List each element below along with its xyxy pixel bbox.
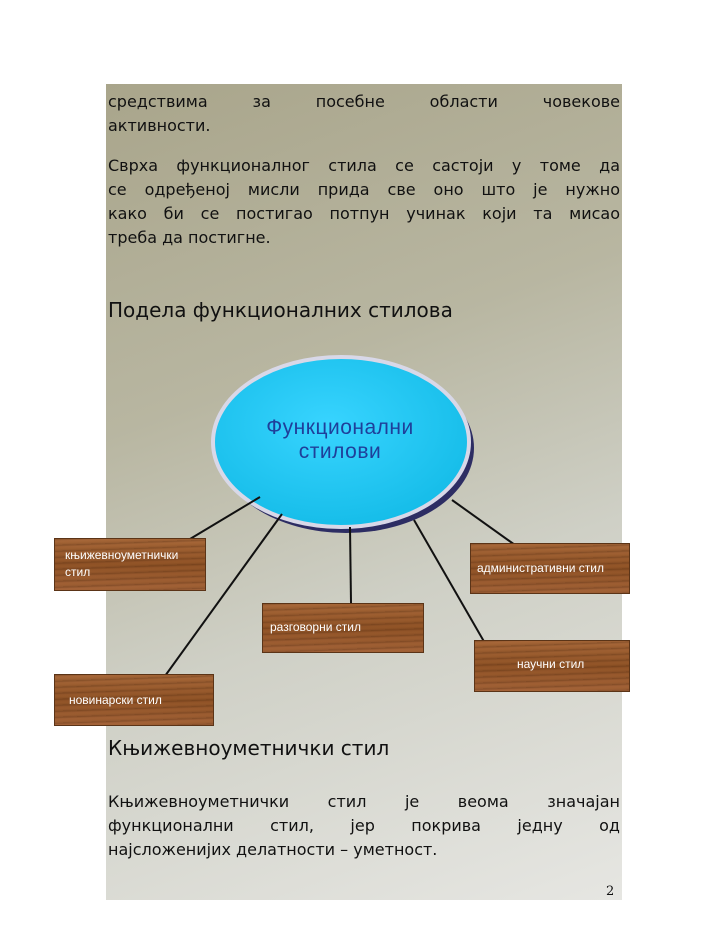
connector-journalistic	[164, 513, 283, 677]
box-conversational-style: разговорни стил	[262, 603, 424, 653]
connector-conversational	[349, 526, 352, 604]
paragraph-3-line-2: функционални стил, јер покрива једну од	[108, 816, 620, 835]
box-literary-line-1: књижевноуметнички	[65, 548, 179, 562]
paragraph-2-line-2: се одређеној мисли прида све оно што је …	[108, 180, 620, 199]
center-label-line-2: стилови	[298, 440, 382, 463]
paragraph-2-line-1: Сврха функционалног стила се састоји у т…	[108, 156, 620, 175]
box-scientific-label: научни стил	[517, 657, 585, 671]
paragraph-1-line-2: активности.	[108, 116, 211, 135]
box-administrative-label: административни стил	[477, 561, 604, 575]
box-journalistic-style: новинарски стил	[54, 674, 214, 726]
box-scientific-style: научни стил	[474, 640, 630, 692]
page-number: 2	[606, 884, 615, 899]
box-journalistic-label: новинарски стил	[69, 693, 162, 707]
paragraph-1-line-1: средствима за посебне области човекове	[108, 92, 620, 111]
paragraph-3-line-3: најсложенијих делатности – уметност.	[108, 840, 438, 859]
box-administrative-style: административни стил	[470, 543, 630, 594]
connector-scientific	[413, 519, 487, 646]
center-label-line-1: Функционални	[266, 416, 414, 439]
section-heading-division: Подела функционалних стилова	[108, 298, 453, 322]
center-ellipse	[211, 355, 471, 529]
center-ellipse-label: Функционални стилови	[218, 416, 462, 464]
box-literary-style: књижевноуметнички стил	[54, 538, 206, 591]
connector-literary	[179, 496, 261, 546]
connector-administrative	[451, 499, 516, 546]
paragraph-3-line-1: Књижевноуметнички стил је веома значајан	[108, 792, 620, 811]
box-literary-line-2: стил	[65, 565, 91, 579]
box-conversational-label: разговорни стил	[270, 620, 361, 634]
section-heading-literary: Књижевноуметнички стил	[108, 736, 390, 760]
paragraph-2-line-4: треба да постигне.	[108, 228, 271, 247]
paragraph-2-line-3: како би се постигао потпун учинак који т…	[108, 204, 620, 223]
